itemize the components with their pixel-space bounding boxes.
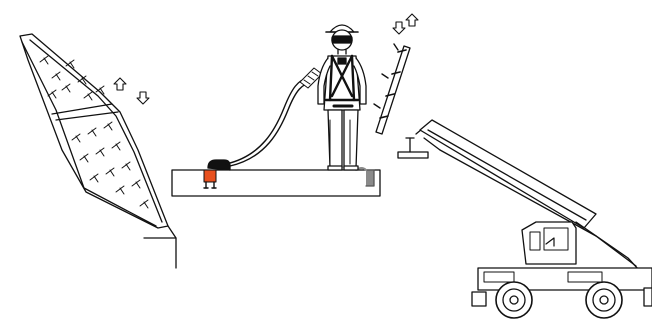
solar-panel-icon: [20, 34, 168, 228]
up-down-arrows-icon: [114, 78, 149, 104]
roof-edge: [144, 226, 176, 268]
worker-icon: [318, 25, 366, 170]
platform: [172, 170, 380, 196]
rail-bracket-icon: [374, 44, 410, 134]
telescopic-handler-icon: [398, 120, 652, 318]
lanyard-icon: [226, 68, 322, 166]
up-down-arrows-icon: [393, 14, 418, 34]
